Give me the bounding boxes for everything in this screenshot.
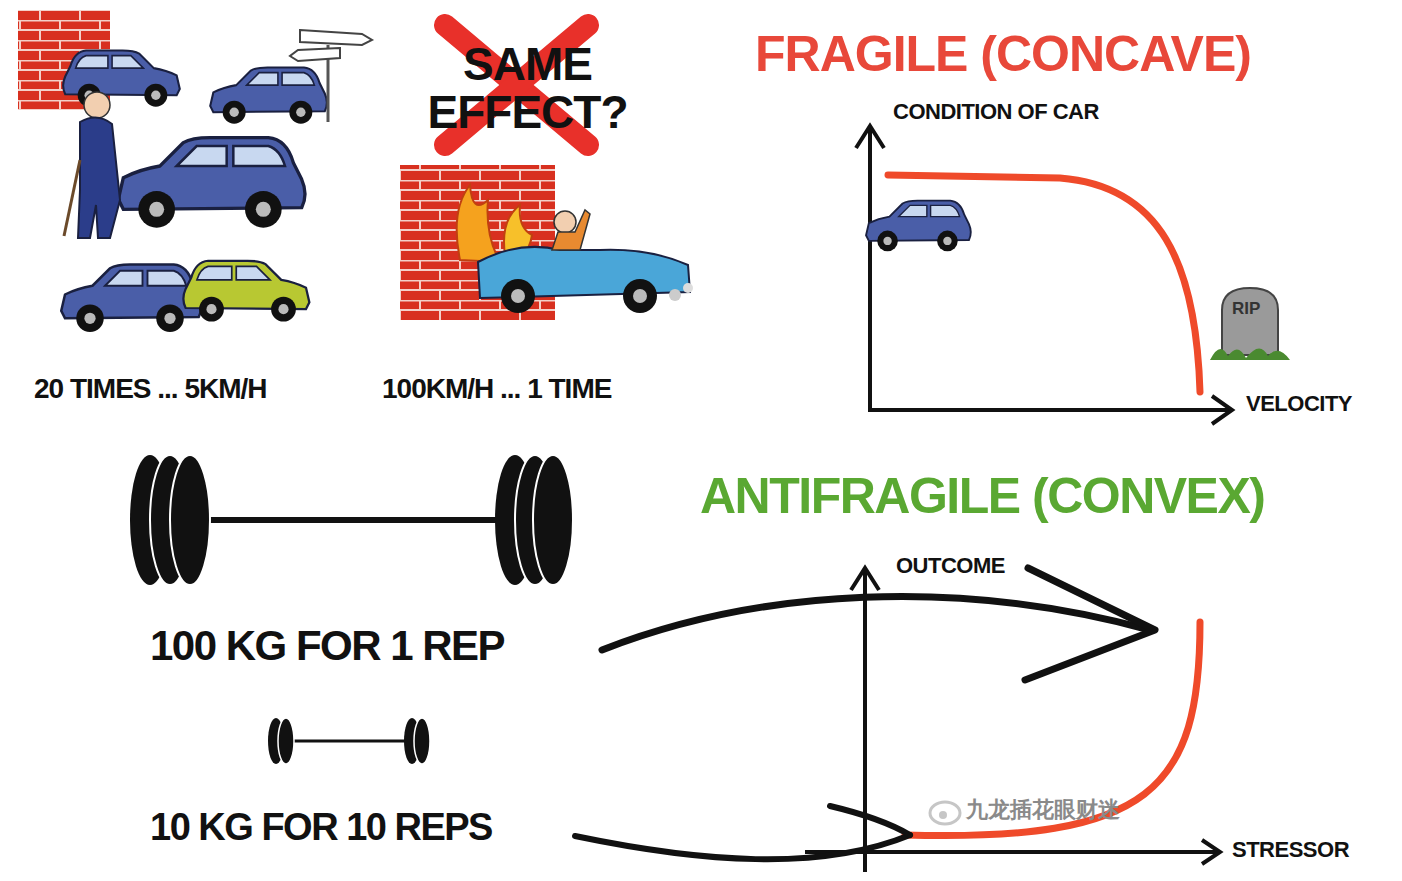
crashed-car: [478, 210, 693, 313]
axis-label: CONDITION OF CAR: [893, 100, 1099, 123]
tombstone: [1210, 288, 1290, 360]
car: [118, 138, 305, 228]
barbell: [268, 718, 430, 764]
heading-text: ANTIFRAGILE (CONVEX): [700, 470, 1264, 523]
car: [866, 201, 971, 252]
axis-label: OUTCOME: [896, 554, 1005, 577]
brick-wall: [400, 165, 555, 320]
car: [183, 261, 309, 322]
weight-text: 100 KG FOR 1 REP: [150, 624, 504, 668]
caption-text: 20 TIMES ... 5KM/H: [34, 374, 267, 403]
axis-label: STRESSOR: [1232, 838, 1349, 861]
car: [63, 50, 180, 106]
pointer-arrow: [575, 806, 910, 859]
question-text: SAME EFFECT?: [420, 40, 635, 137]
barbell: [130, 455, 573, 585]
watermark-logo: [930, 802, 960, 824]
antifragile-graph: [805, 568, 1220, 872]
tombstone-text: RIP: [1232, 300, 1260, 318]
axis-label: VELOCITY: [1246, 392, 1352, 415]
car: [61, 265, 201, 333]
pointer-arrow: [602, 568, 1155, 680]
old-man: [64, 92, 120, 238]
weight-text: 10 KG FOR 10 REPS: [150, 808, 492, 848]
fragile-graph: [856, 126, 1232, 424]
car: [210, 67, 327, 123]
heading-text: FRAGILE (CONCAVE): [755, 28, 1251, 81]
signpost: [290, 30, 372, 122]
caption-text: 100KM/H ... 1 TIME: [382, 374, 611, 403]
watermark-text: 九龙插花眼财迷: [966, 798, 1120, 821]
